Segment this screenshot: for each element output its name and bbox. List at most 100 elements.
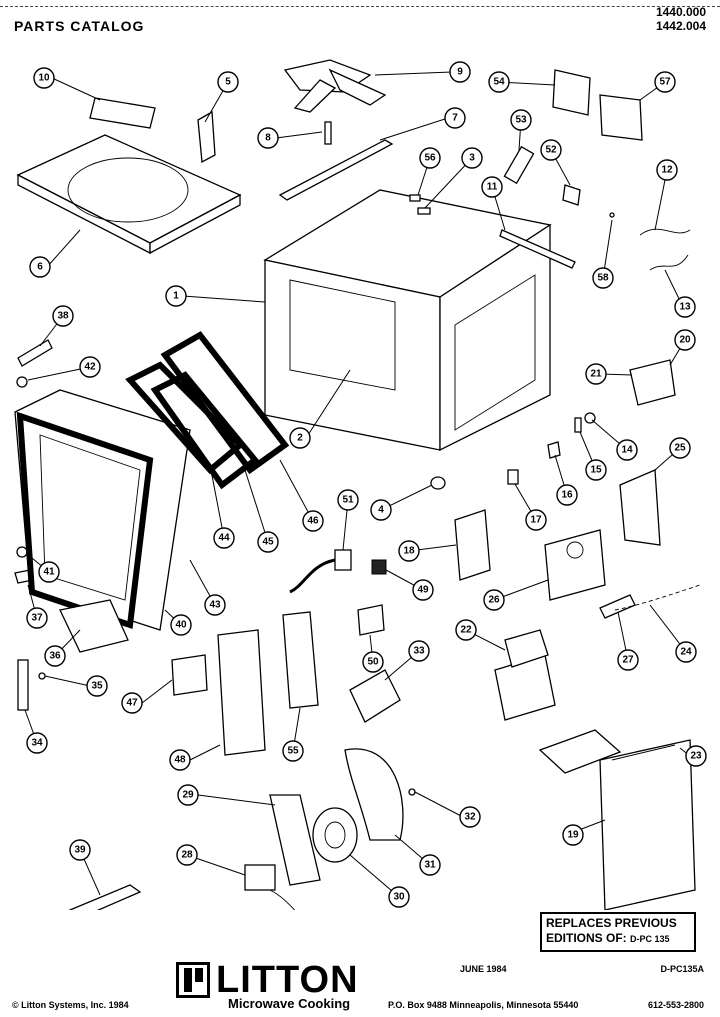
model-number-1: 1440.000 [655, 5, 706, 19]
svg-text:35: 35 [91, 681, 103, 692]
mailing-address: P.O. Box 9488 Minneapolis, Minnesota 554… [388, 1000, 579, 1010]
part-clip [562, 184, 581, 206]
callout-21: 21 [585, 363, 607, 385]
callout-10: 10 [33, 67, 55, 89]
part-spacer [574, 417, 582, 433]
callout-46: 46 [302, 510, 324, 532]
callout-7: 7 [444, 107, 466, 129]
issue-date: JUNE 1984 [460, 964, 507, 974]
svg-text:22: 22 [460, 625, 472, 636]
svg-text:37: 37 [31, 613, 43, 624]
callout-17: 17 [525, 509, 547, 531]
callout-32: 32 [459, 806, 481, 828]
callout-14: 14 [616, 439, 638, 461]
callout-55: 55 [282, 740, 304, 762]
part-clip-3 [417, 207, 431, 215]
callout-39: 39 [69, 839, 91, 861]
part-interlock-switch [357, 604, 385, 636]
callout-45: 45 [257, 531, 279, 553]
callout-52: 52 [540, 139, 562, 161]
svg-text:44: 44 [218, 533, 230, 544]
part-rail [278, 139, 394, 201]
callout-33: 33 [408, 640, 430, 662]
svg-text:36: 36 [49, 651, 61, 662]
part-magnetron [544, 529, 606, 601]
svg-text:58: 58 [597, 273, 609, 284]
page-title: PARTS CATALOG [14, 18, 145, 34]
part-capacitor [629, 359, 676, 406]
callout-8: 8 [257, 127, 279, 149]
svg-text:6: 6 [37, 262, 43, 273]
part-nut [16, 376, 28, 388]
svg-text:28: 28 [181, 850, 193, 861]
part-cabinet [263, 189, 552, 452]
part-terminal-block [68, 884, 142, 910]
callout-30: 30 [388, 886, 410, 908]
svg-text:29: 29 [182, 790, 194, 801]
svg-text:8: 8 [265, 133, 271, 144]
callout-44: 44 [213, 527, 235, 549]
svg-text:49: 49 [417, 585, 429, 596]
brand-name: LITTON [216, 959, 359, 1001]
callout-48: 48 [169, 749, 191, 771]
callout-6: 6 [29, 256, 51, 278]
svg-text:2: 2 [297, 433, 303, 444]
callout-27: 27 [617, 649, 639, 671]
part-motor-leads [269, 889, 296, 910]
callout-36: 36 [44, 645, 66, 667]
part-washer [16, 546, 28, 558]
svg-text:10: 10 [38, 73, 50, 84]
callout-28: 28 [176, 844, 198, 866]
callout-40: 40 [170, 614, 192, 636]
svg-text:40: 40 [175, 620, 187, 631]
phone-number: 612-553-2800 [647, 1000, 704, 1010]
replaces-line-1: REPLACES PREVIOUS [546, 916, 677, 930]
svg-text:27: 27 [622, 655, 634, 666]
callout-51: 51 [337, 489, 359, 511]
svg-text:51: 51 [342, 495, 354, 506]
part-motor-bracket [269, 794, 321, 886]
replaces-line-2: EDITIONS OF: [546, 931, 627, 945]
part-air-guide [619, 469, 661, 546]
part-switch-bracket [552, 69, 591, 116]
model-number-2: 1442.004 [655, 19, 706, 33]
part-control-panel [217, 629, 266, 756]
callout-4: 4 [370, 499, 392, 521]
callout-29: 29 [177, 784, 199, 806]
part-strip [499, 229, 576, 269]
part-door-frame [14, 389, 191, 631]
exploded-parts-diagram: 1 2 3 4 5 6 7 8 9 10 11 12 13 14 15 16 1… [14, 59, 707, 910]
callout-49: 49 [412, 579, 434, 601]
callout-16: 16 [556, 484, 578, 506]
part-deflector [349, 669, 401, 723]
svg-text:50: 50 [367, 657, 379, 668]
svg-text:20: 20 [679, 335, 691, 346]
part-terminal [599, 594, 636, 619]
part-indicator-lens [171, 654, 208, 696]
copyright: © Litton Systems, Inc. 1984 [12, 1000, 129, 1010]
svg-text:56: 56 [424, 153, 436, 164]
part-cover-plate [538, 729, 622, 774]
svg-text:46: 46 [307, 516, 319, 527]
callout-2: 2 [289, 427, 311, 449]
svg-text:18: 18 [403, 546, 415, 557]
replaces-code: D-PC 135 [630, 934, 670, 944]
part-small-panel [89, 97, 156, 129]
part-wire-lead [639, 228, 691, 236]
callout-38: 38 [52, 305, 74, 327]
svg-text:30: 30 [393, 892, 405, 903]
part-back-panel [599, 739, 696, 910]
part-hinge-screw [38, 672, 46, 680]
svg-text:25: 25 [674, 443, 686, 454]
svg-text:17: 17 [530, 515, 542, 526]
svg-text:42: 42 [84, 362, 96, 373]
callout-3: 3 [461, 147, 483, 169]
callout-13: 13 [674, 296, 696, 318]
svg-text:24: 24 [680, 647, 692, 658]
part-door-screen [160, 331, 290, 475]
svg-text:57: 57 [659, 77, 671, 88]
svg-text:26: 26 [488, 595, 500, 606]
part-hinge-bracket [17, 659, 29, 711]
callout-15: 15 [585, 459, 607, 481]
part-thermal-cutout [289, 549, 352, 594]
